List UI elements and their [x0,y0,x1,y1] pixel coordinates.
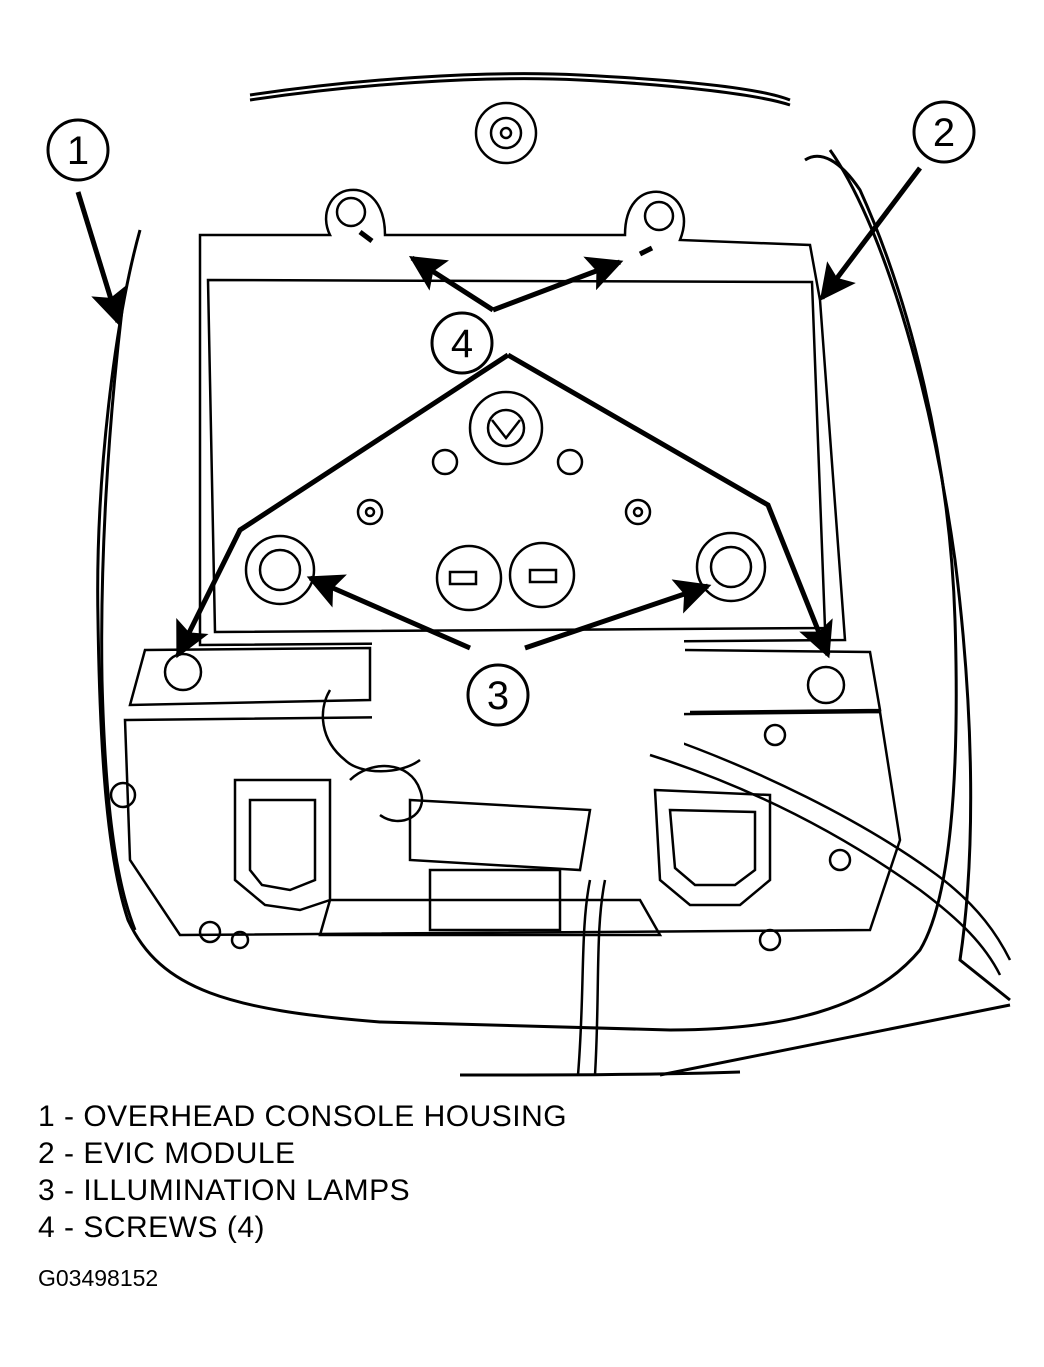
legend-item-1: 1 - OVERHEAD CONSOLE HOUSING [38,1100,568,1133]
callout-3-leaders [306,574,712,648]
overhead-console-diagram: 1 2 3 4 [0,0,1044,1090]
callout-3: 3 [468,665,528,725]
legend-item-4: 4 - SCREWS (4) [38,1211,266,1244]
callout-1-leader [78,192,126,326]
legend-item-2: 2 - EVIC MODULE [38,1137,296,1170]
callout-1: 1 [48,120,108,180]
figure-id: G03498152 [38,1265,159,1291]
callout-4: 4 [432,313,492,373]
svg-text:1: 1 [67,129,89,173]
callout-2-leader [819,168,920,301]
callout-2: 2 [914,102,974,162]
svg-text:4: 4 [451,322,473,366]
callout-4-leaders [178,232,833,659]
face-plate [246,392,765,610]
svg-text:3: 3 [487,674,509,718]
lower-housing [111,648,1010,1075]
console-housing-outline [98,74,1010,1075]
legend-item-3: 3 - ILLUMINATION LAMPS [38,1174,411,1207]
legend: 1 - OVERHEAD CONSOLE HOUSING 2 - EVIC MO… [38,1098,567,1246]
svg-text:2: 2 [933,111,955,155]
top-boss [476,103,536,163]
